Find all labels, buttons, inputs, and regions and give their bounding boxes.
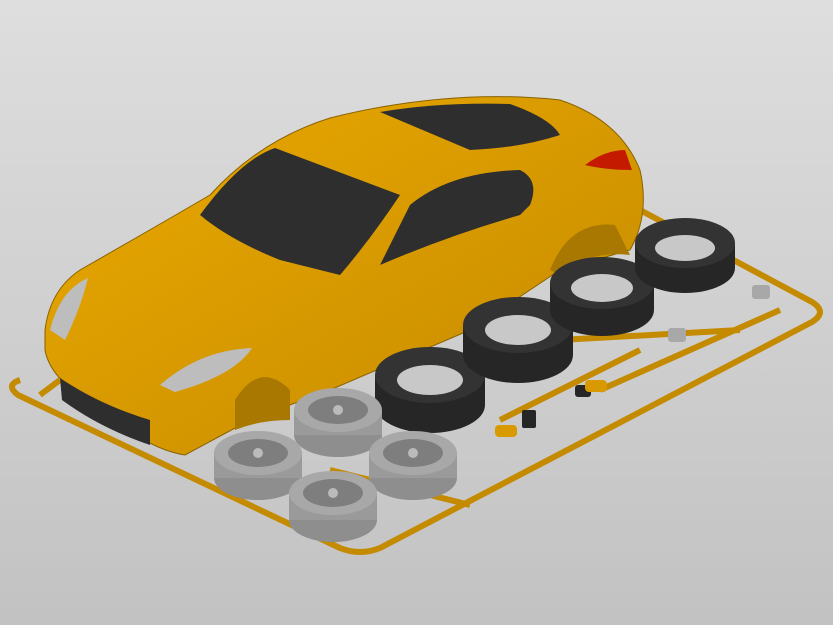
headlight-right — [160, 348, 252, 392]
tire — [635, 218, 735, 293]
windshield — [200, 148, 400, 275]
tire — [463, 297, 573, 383]
mirror-part — [522, 410, 536, 428]
car-body — [44, 96, 644, 456]
wheel — [294, 388, 382, 457]
headlight-left — [50, 278, 88, 340]
side-window — [380, 170, 534, 265]
tire — [550, 257, 654, 336]
wheels — [214, 388, 457, 542]
mirror-part — [752, 285, 770, 299]
wheel — [214, 431, 302, 500]
tail-light — [585, 150, 632, 170]
small-parts — [495, 285, 770, 437]
wheel — [289, 471, 377, 542]
tires — [375, 218, 735, 433]
mirror-part — [495, 425, 517, 437]
rear-wheel-arch — [550, 224, 630, 275]
front-grille — [60, 378, 150, 445]
mirror-part — [585, 380, 607, 392]
wheel — [369, 431, 457, 500]
roof-glass — [380, 103, 560, 150]
front-wheel-arch — [235, 377, 290, 430]
mirror-part — [668, 328, 686, 342]
tire — [375, 347, 485, 433]
